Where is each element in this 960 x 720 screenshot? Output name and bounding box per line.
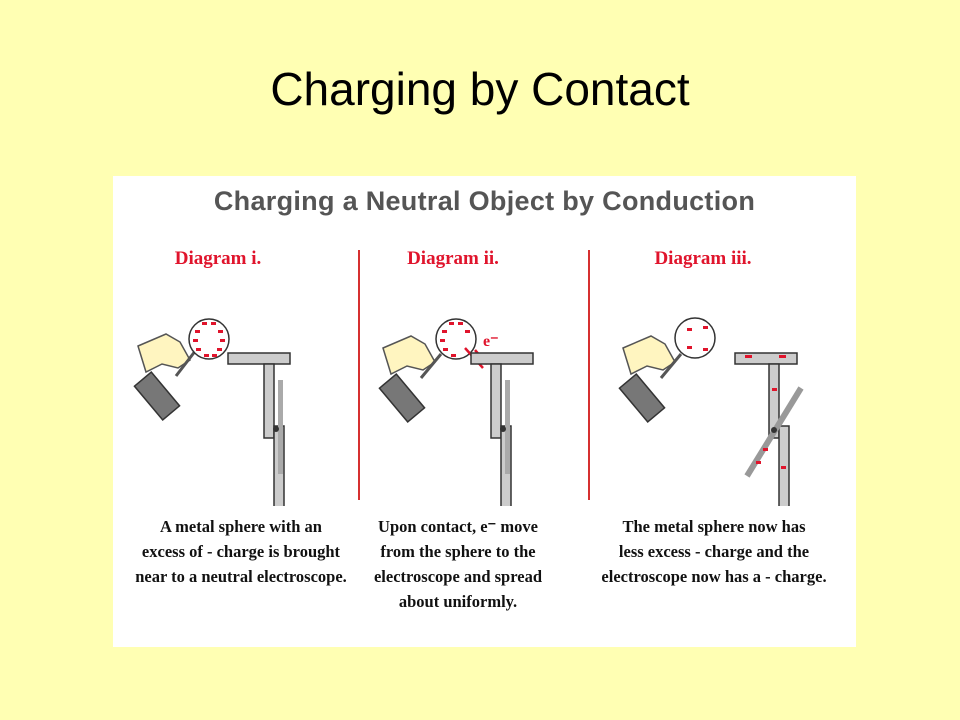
rod [659,353,683,379]
electroscope [227,352,291,506]
panel-diagram-i: Diagram i. A metal [118,246,364,646]
panel-diagram-ii: Diagram ii. e⁻ [363,246,609,646]
insulating-handle [378,373,426,423]
panel-label: Diagram i. [174,248,262,269]
panel-diagram-iii: Diagram iii. The [601,246,849,646]
panel-label: Diagram ii. [407,248,499,269]
electron-label: e⁻ [483,333,499,350]
panel-divider [358,250,360,500]
negative-charges [440,322,470,357]
negative-charges [687,326,708,351]
insulating-handle [618,373,666,423]
electroscope-leaf [278,380,283,474]
panel-caption: The metal sphere now has less excess - c… [601,517,827,586]
electroscope [734,352,804,506]
panel-caption: Upon contact, e⁻ move from the sphere to… [373,517,543,611]
panel-divider [588,250,590,500]
electroscope [470,352,534,506]
conduction-diagram: Charging a Neutral Object by Conduction … [113,176,856,647]
slide-title: Charging by Contact [270,63,690,115]
hand-icon [622,335,676,376]
panel-caption: A metal sphere with an excess of - charg… [135,517,347,586]
diagram-ii-illustration: e⁻ [378,318,534,506]
figure-title: Charging a Neutral Object by Conduction [213,186,756,216]
diagram-iii-illustration [618,317,804,506]
electroscope-charges [745,355,786,469]
negative-charges [193,322,225,357]
rod [419,353,443,379]
diagram-i-illustration [133,318,291,506]
insulating-handle [133,371,181,421]
metal-sphere [674,317,716,359]
hand-icon [382,335,436,376]
electroscope-leaf [505,380,510,474]
rod [174,349,198,377]
panel-label: Diagram iii. [654,248,752,269]
